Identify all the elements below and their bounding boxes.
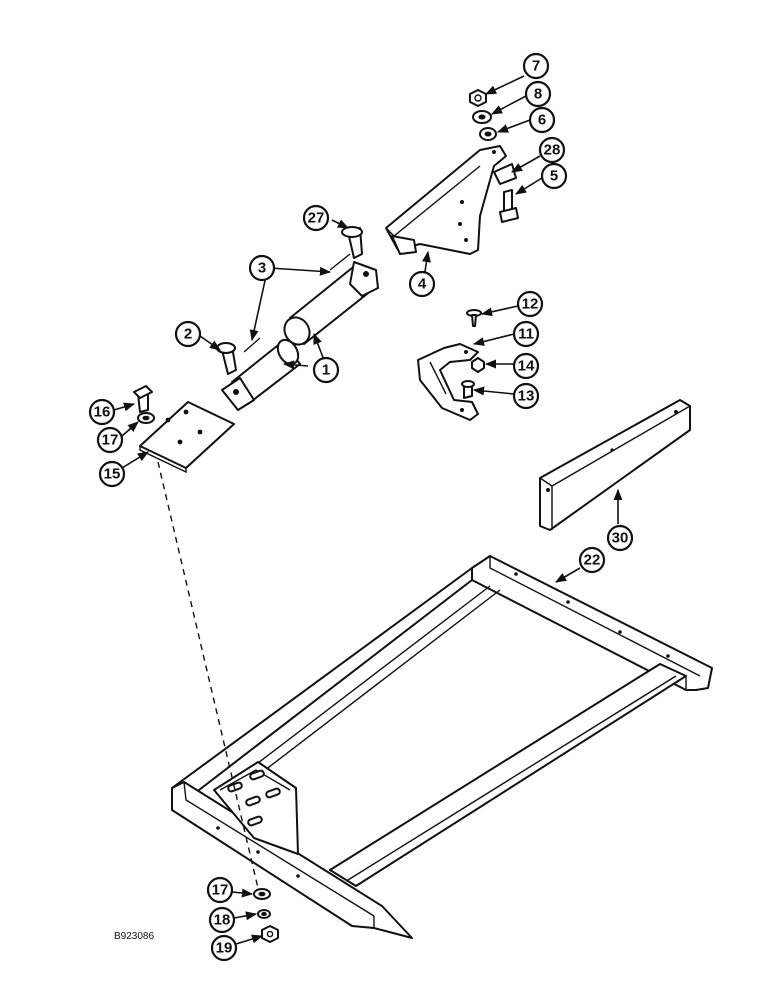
callout-22: 22 [578, 546, 606, 574]
callout-17-upper: 17 [96, 426, 124, 454]
callout-2: 2 [174, 320, 202, 348]
callout-17-lower: 17 [206, 876, 234, 904]
callout-label: 27 [308, 210, 325, 227]
main-frame [171, 555, 713, 939]
support-bracket [417, 343, 479, 421]
callout-label: 2 [184, 326, 192, 343]
callout-12: 12 [516, 290, 544, 318]
callouts: 7 8 6 28 5 27 3 4 12 2 11 1 14 13 16 17 … [88, 52, 634, 962]
callout-label: 30 [612, 530, 629, 547]
callout-8: 8 [524, 80, 552, 108]
callout-3: 3 [248, 254, 276, 282]
callout-30: 30 [606, 524, 634, 552]
callout-18: 18 [208, 906, 236, 934]
callout-label: 8 [534, 86, 542, 103]
callout-7: 7 [522, 52, 550, 80]
callout-label: 14 [518, 358, 535, 375]
assembly-dashed-line [157, 461, 259, 889]
angle-bracket [539, 399, 691, 531]
pins [216, 226, 363, 375]
callout-13: 13 [512, 382, 540, 410]
callout-label: 13 [518, 388, 535, 405]
callout-label: 1 [322, 362, 330, 379]
callout-label: 22 [584, 552, 601, 569]
upper-bracket [385, 145, 517, 255]
callout-27: 27 [302, 204, 330, 232]
callout-label: 4 [418, 276, 427, 293]
callout-label: 3 [258, 260, 266, 277]
callout-label: 6 [538, 112, 546, 129]
callout-14: 14 [512, 352, 540, 380]
callout-16: 16 [88, 398, 116, 426]
leader-lines [113, 75, 623, 945]
callout-label: 18 [214, 912, 231, 929]
callout-label: 7 [532, 58, 540, 75]
callout-label: 15 [104, 466, 121, 483]
hydraulic-cylinder [221, 261, 379, 411]
callout-19: 19 [210, 934, 238, 962]
callout-5: 5 [540, 162, 568, 190]
callout-label: 19 [216, 940, 233, 957]
callout-1: 1 [312, 356, 340, 384]
callout-6: 6 [528, 106, 556, 134]
callout-label: 16 [94, 404, 111, 421]
callout-label: 11 [518, 326, 534, 343]
figure-code: B923086 [114, 931, 154, 942]
callout-label: 17 [212, 882, 229, 899]
callout-label: 17 [102, 432, 119, 449]
hardware [133, 89, 519, 943]
base-plate [139, 401, 235, 474]
callout-label: 28 [544, 142, 561, 159]
callout-11: 11 [512, 320, 540, 348]
callout-4: 4 [408, 270, 436, 298]
callout-28: 28 [538, 136, 566, 164]
callout-label: 5 [550, 168, 558, 185]
callout-label: 12 [522, 296, 539, 313]
callout-15: 15 [98, 460, 126, 488]
